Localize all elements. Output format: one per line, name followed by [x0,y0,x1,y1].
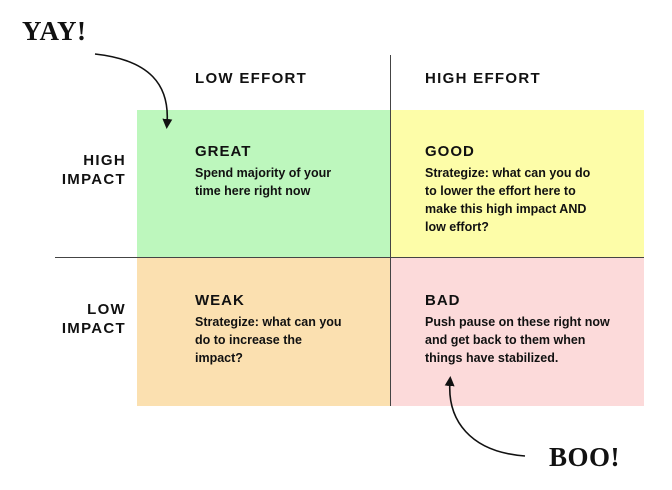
vertical-axis-line [390,55,391,406]
row-header-high-impact: HIGH IMPACT [16,151,126,189]
quadrant-good-title: GOOD [425,143,475,160]
quadrant-weak: WEAK Strategize: what can you do to incr… [137,258,391,406]
row-header-low-line1: LOW [87,301,126,318]
horizontal-axis-line [55,257,644,258]
quadrant-great-desc: Spend majority of your time here right n… [195,166,332,198]
quadrant-bad-desc: Push pause on these right now and get ba… [425,315,610,365]
row-header-low-impact: LOW IMPACT [16,300,126,338]
quadrant-bad-title: BAD [425,292,461,309]
boo-callout: BOO! [549,442,621,472]
column-header-low-effort: LOW EFFORT [195,70,308,87]
row-header-high-line2: IMPACT [61,171,126,188]
quadrant-weak-desc: Strategize: what can you do to increase … [195,315,342,365]
column-header-high-effort: HIGH EFFORT [425,70,541,87]
yay-callout: YAY! [22,16,87,46]
quadrant-great: GREAT Spend majority of your time here r… [137,110,391,258]
quadrant-great-title: GREAT [195,143,252,160]
quadrant-good: GOOD Strategize: what can you do to lowe… [391,110,644,258]
row-header-high-line1: HIGH [83,152,126,169]
quadrant-weak-title: WEAK [195,292,245,309]
quadrant-good-desc: Strategize: what can you do to lower the… [425,166,591,234]
row-header-low-line2: IMPACT [61,320,126,337]
quadrant-bad: BAD Push pause on these right now and ge… [391,258,644,406]
